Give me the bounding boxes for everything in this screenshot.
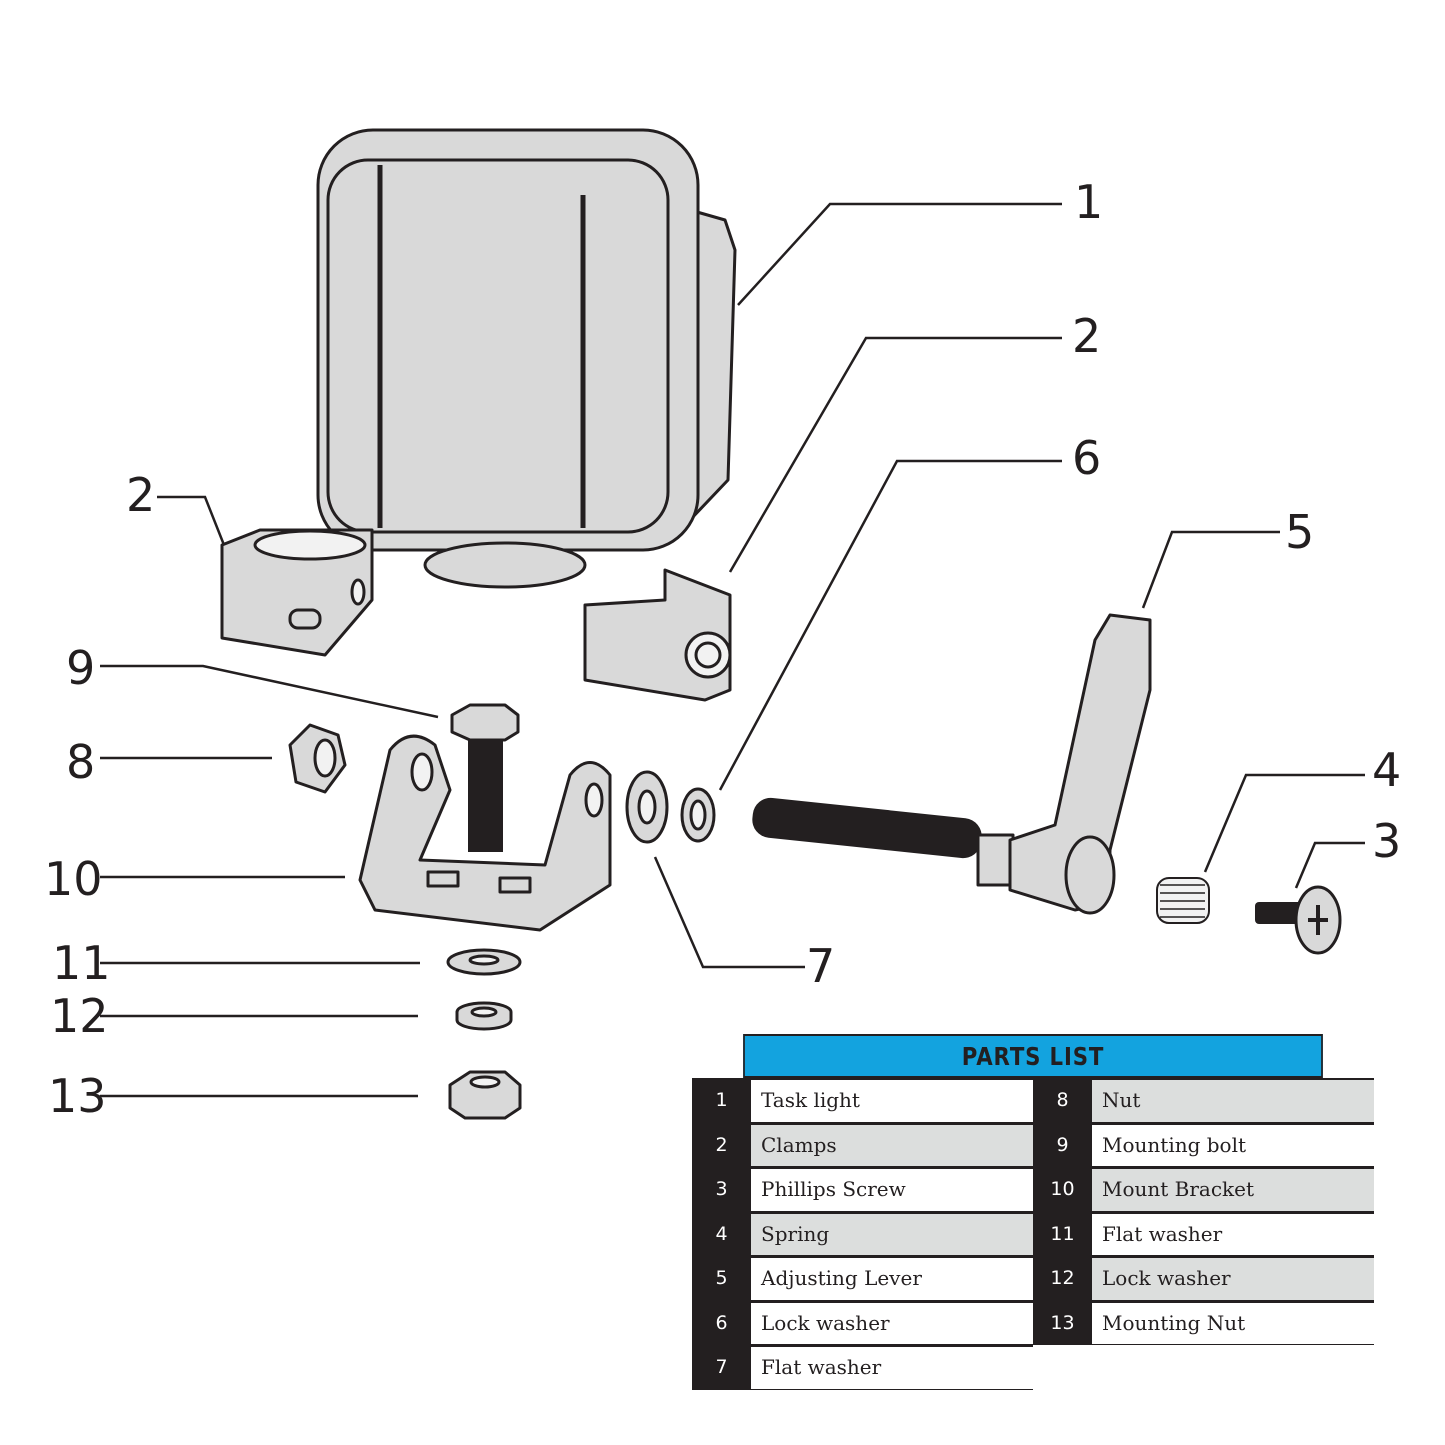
part-name: Clamps [751, 1124, 1033, 1166]
callout-6: 6 [1072, 431, 1101, 485]
part-name: Lock washer [751, 1302, 1033, 1344]
table-row: 2 Clamps [692, 1122, 1033, 1167]
callout-4: 4 [1372, 743, 1401, 797]
part-name: Nut [1092, 1080, 1374, 1122]
part-name: Spring [751, 1213, 1033, 1255]
table-row: 11 Flat washer [1033, 1211, 1374, 1256]
parts-list-left-column: 1 Task light 2 Clamps 3 Phillips Screw 4 Spr… [692, 1078, 1033, 1390]
part-clamp-right [583, 568, 732, 702]
part-mounting-nut [448, 1070, 522, 1120]
part-name: Adjusting Lever [751, 1258, 1033, 1300]
callout-10: 10 [44, 852, 103, 906]
part-name: Mounting bolt [1092, 1124, 1374, 1166]
part-name: Phillips Screw [751, 1169, 1033, 1211]
part-lock-washer-12 [455, 1001, 513, 1031]
table-row: 5 Adjusting Lever [692, 1256, 1033, 1301]
parts-list-title: PARTS LIST [743, 1034, 1323, 1078]
callout-11: 11 [52, 936, 111, 990]
part-number: 7 [715, 1356, 728, 1378]
callout-2-left: 2 [126, 468, 155, 522]
part-number: 11 [1050, 1222, 1075, 1245]
callout-3: 3 [1372, 814, 1401, 868]
callout-13: 13 [48, 1069, 107, 1123]
part-number: 5 [715, 1267, 728, 1289]
part-name: Mount Bracket [1092, 1169, 1374, 1211]
part-name: Mounting Nut [1092, 1302, 1374, 1344]
part-mount-bracket [358, 734, 612, 932]
callout-9: 9 [66, 641, 95, 695]
part-name: Task light [751, 1080, 1033, 1122]
part-mounting-bolt [450, 703, 520, 852]
part-number: 1 [715, 1089, 728, 1111]
table-row: 10 Mount Bracket [1033, 1167, 1374, 1212]
callout-5: 5 [1285, 505, 1314, 559]
table-row: 9 Mounting bolt [1033, 1122, 1374, 1167]
part-flat-washer-11 [446, 948, 522, 976]
part-adjusting-lever [752, 613, 1152, 915]
part-number: 12 [1050, 1267, 1075, 1289]
parts-list-right-column: 8 Nut 9 Mounting bolt 10 Mount Bracket 11 Fl… [1033, 1078, 1374, 1345]
part-spring [1156, 877, 1210, 924]
table-row: 3 Phillips Screw [692, 1167, 1033, 1212]
part-name: Lock washer [1092, 1258, 1374, 1300]
table-row: 13 Mounting Nut [1033, 1300, 1374, 1345]
table-row: 8 Nut [1033, 1078, 1374, 1123]
callout-12: 12 [50, 989, 109, 1043]
part-number: 4 [715, 1222, 728, 1245]
table-row: 12 Lock washer [1033, 1256, 1374, 1301]
callout-1: 1 [1074, 175, 1103, 229]
part-number: 9 [1056, 1133, 1069, 1156]
part-lock-washer-6 [680, 787, 716, 843]
callout-8: 8 [66, 735, 95, 789]
part-number: 13 [1050, 1311, 1075, 1334]
part-number: 6 [715, 1311, 728, 1334]
callout-2-right: 2 [1072, 309, 1101, 363]
table-row: 1 Task light [692, 1078, 1033, 1123]
part-nut [288, 723, 347, 794]
part-task-light [316, 128, 737, 589]
part-name: Flat washer [751, 1347, 1033, 1389]
table-row: 7 Flat washer [692, 1345, 1033, 1390]
part-number: 2 [715, 1133, 728, 1156]
table-row: 4 Spring [692, 1211, 1033, 1256]
part-phillips-screw [1255, 885, 1342, 955]
table-row: 6 Lock washer [692, 1300, 1033, 1345]
part-number: 10 [1050, 1178, 1075, 1200]
part-number: 3 [715, 1178, 728, 1200]
part-number: 8 [1056, 1089, 1069, 1111]
part-name: Flat washer [1092, 1213, 1374, 1255]
part-clamp-left [220, 528, 374, 657]
leader-lines [100, 202, 1365, 1098]
part-flat-washer-7 [625, 770, 669, 844]
callout-7: 7 [806, 939, 835, 993]
parts-list-table: PARTS LIST 1 Task light 2 Clamps 3 Phillips… [692, 1034, 1374, 1390]
